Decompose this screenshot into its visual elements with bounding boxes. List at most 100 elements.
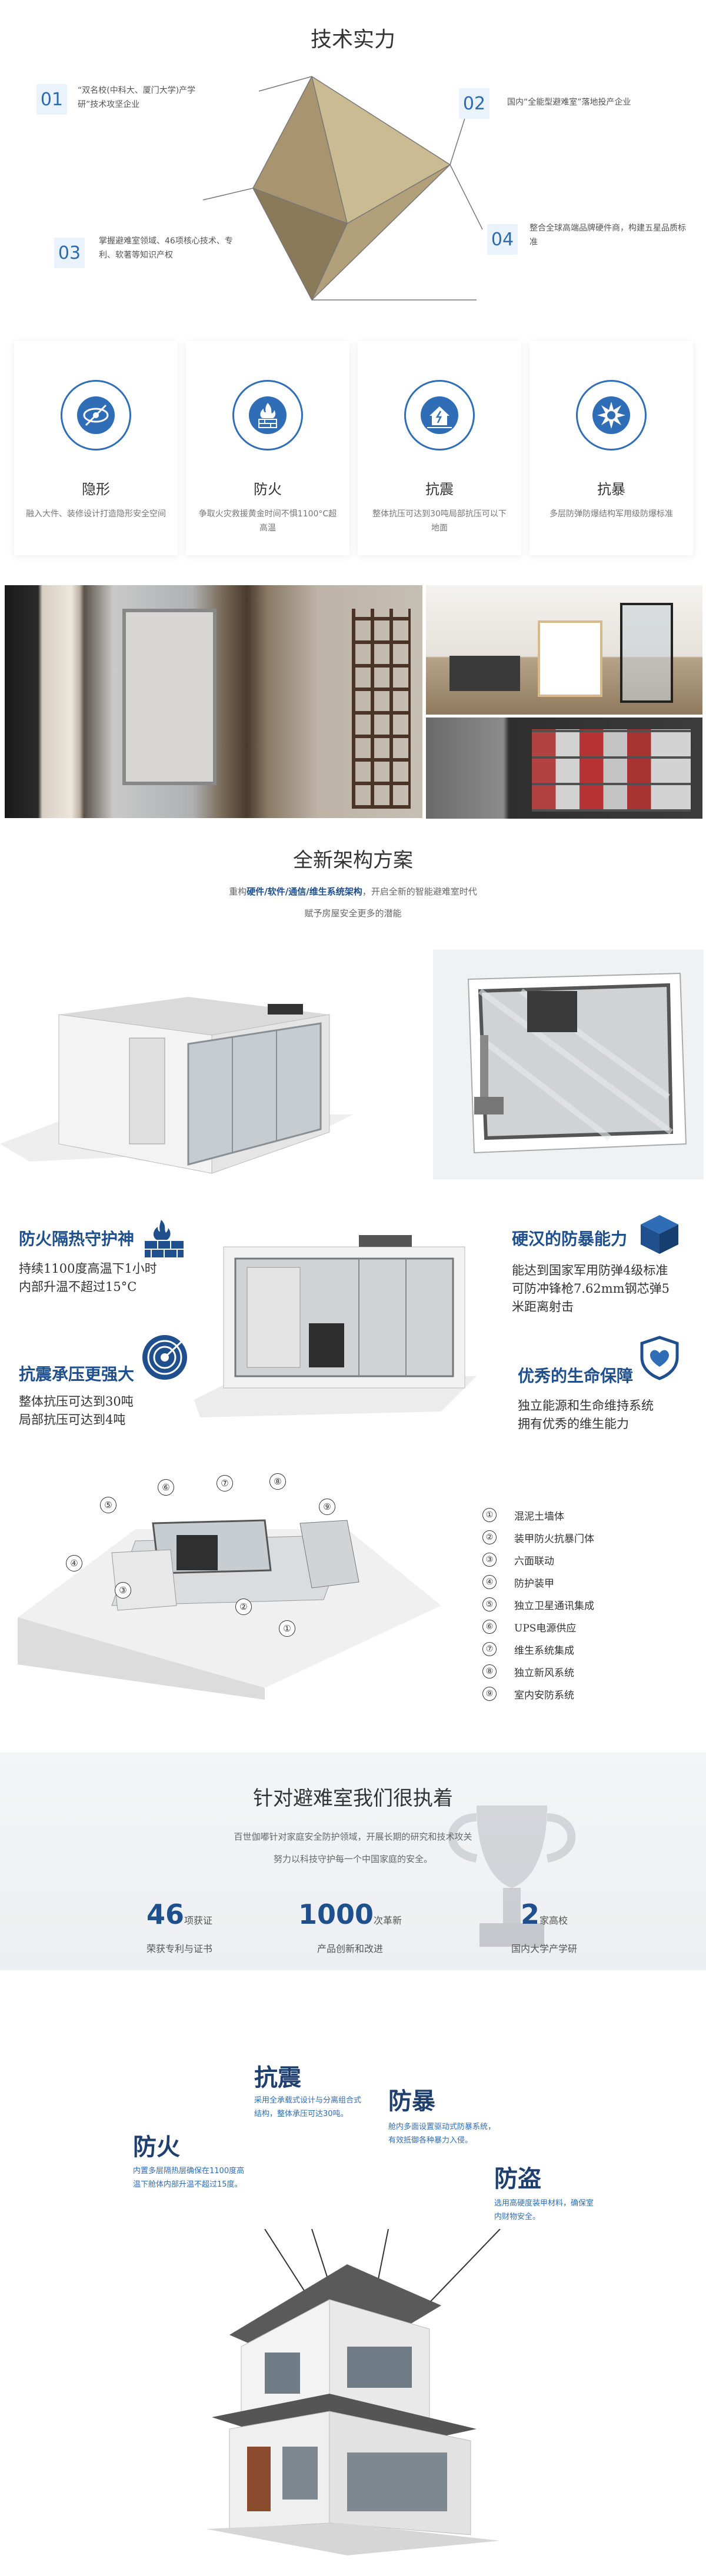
legend-num: ② <box>482 1530 497 1544</box>
stat-label: 荣获专利与证书 <box>146 1943 212 1954</box>
commit-desc-1: 百世伽嘟针对家庭安全防护领域，开展长期的研究和技术攻关 <box>234 1831 472 1842</box>
legend-num: ④ <box>482 1575 497 1589</box>
stat-label: 产品创新和改进 <box>317 1943 383 1954</box>
photo-room-curtain <box>5 585 422 818</box>
tech-badge-03: 03 <box>54 238 85 268</box>
callout-marker: ① <box>279 1620 295 1637</box>
feature-card-riot: 抗暴 多层防弹防爆结构军用级防爆标准 <box>530 341 693 555</box>
legend-label: 独立新风系统 <box>514 1667 574 1679</box>
house-riot-desc: 舱内多面设置驱动式防暴系统，有效抵御各种暴力入侵。 <box>388 2123 496 2145</box>
feature-title: 抗暴 <box>597 481 625 498</box>
feature-title: 防火 <box>254 481 282 498</box>
fire-protect-title: 防火隔热守护神 <box>19 1229 135 1249</box>
tech-text-04: 整合全球高端品牌硬件商，构建五星品质标准 <box>530 223 686 247</box>
stat-number: 1000 <box>298 1898 374 1930</box>
target-rings-icon <box>141 1334 188 1381</box>
octahedron-graphic <box>202 76 483 301</box>
feature-title: 隐形 <box>82 481 110 498</box>
house-quake-title: 抗震 <box>254 2064 301 2091</box>
fire-protect-desc: 持续1100度高温下1小时 内部升温不超过15°C <box>19 1262 157 1294</box>
house-fire-desc: 内置多层隔热层确保在1100度高温下舱体内部升温不超过15度。 <box>133 2167 245 2189</box>
tech-badge-01: 01 <box>36 84 67 115</box>
stats-background <box>0 1753 706 1970</box>
fire-wall-icon <box>232 380 303 451</box>
legend-label: 装甲防火抗暴门体 <box>514 1533 594 1545</box>
legend-label: 六面联动 <box>514 1555 554 1567</box>
commit-title: 针对避难室我们很执着 <box>253 1787 453 1810</box>
architecture-subtitle-line2: 赋予房屋安全更多的潜能 <box>304 908 402 919</box>
architecture-title: 全新架构方案 <box>293 849 413 872</box>
callout-marker: ⑨ <box>319 1499 335 1515</box>
shelter-components-render <box>18 1519 441 1700</box>
shield-heart-icon <box>638 1335 681 1381</box>
stat-universities: 2家高校 国内大学产学研 <box>477 1898 612 1955</box>
legend-num: ⑥ <box>482 1620 497 1634</box>
feature-desc: 多层防弹防爆结构军用级防爆标准 <box>550 509 673 519</box>
legend-item: ② 装甲防火抗暴门体 <box>482 1526 694 1549</box>
callout-marker: ⑥ <box>158 1479 174 1496</box>
house-theft-title: 防盗 <box>494 2165 541 2193</box>
stat-unit: 次革新 <box>374 1915 402 1926</box>
house-render <box>206 2229 501 2555</box>
tech-text-01: “双名校(中科大、厦门大学)产学研”技术攻坚企业 <box>78 86 196 109</box>
life-protect-title: 优秀的生命保障 <box>518 1366 634 1386</box>
legend-label: UPS电源供应 <box>514 1622 577 1634</box>
architecture-sub-prefix: 重构 <box>229 886 247 897</box>
commit-desc-2: 努力以科技守护每一个中国家庭的安全。 <box>273 1854 432 1864</box>
photo-sofa <box>449 656 520 691</box>
legend-item: ⑥ UPS电源供应 <box>482 1616 694 1638</box>
stat-number: 2 <box>520 1898 540 1930</box>
quake-protect-desc: 整体抗压可达到30吨 局部抗压可达到4吨 <box>19 1394 134 1427</box>
legend-num: ⑦ <box>482 1642 497 1656</box>
shelter-render-3d <box>0 997 353 1174</box>
feature-card-quake: 抗震 整体抗压可达到30吨局部抗压可以下地面 <box>358 341 521 555</box>
callout-marker: ⑧ <box>269 1473 286 1490</box>
quake-protect-title: 抗震承压更强大 <box>19 1364 135 1384</box>
legend-label: 维生系统集成 <box>514 1644 574 1657</box>
fire-wall-icon <box>141 1217 187 1259</box>
architecture-subtitle: 重构硬件/软件/通信/维生系统架构，开启全新的智能避难室时代 <box>0 885 706 897</box>
tech-title: 技术实力 <box>310 28 395 52</box>
legend-label: 混泥土墙体 <box>514 1510 564 1523</box>
legend-num: ⑤ <box>482 1597 497 1611</box>
house-quake-desc: 采用全承载式设计与分离组合式结构，整体承压可达30吨。 <box>254 2096 362 2118</box>
house-fire-title: 防火 <box>133 2133 180 2161</box>
callout-marker: ③ <box>115 1582 131 1599</box>
photo-shelf <box>532 729 691 812</box>
stat-label: 国内大学产学研 <box>511 1943 577 1954</box>
architecture-sub-suffix: ，开启全新的智能避难室时代 <box>362 886 477 897</box>
feature-desc: 融入大件、装修设计打造隐形安全空间 <box>26 509 166 519</box>
photo-lattice <box>352 609 411 809</box>
tech-badge-02: 02 <box>459 88 489 119</box>
legend-item: ⑧ 独立新风系统 <box>482 1660 694 1683</box>
stat-innovations: 1000次革新 产品创新和改进 <box>282 1898 418 1955</box>
life-protect-desc: 独立能源和生命维持系统 拥有优秀的维生能力 <box>518 1399 654 1431</box>
tech-badge-04: 04 <box>487 224 518 255</box>
feature-desc: 整体抗压可达到30吨局部抗压可以下地面 <box>372 509 507 533</box>
feature-desc: 争取火灾救援黄金时间不惧1100°C超高温 <box>198 509 337 533</box>
legend-label: 室内安防系统 <box>514 1689 574 1701</box>
feature-card-fire: 防火 争取火灾救援黄金时间不惧1100°C超高温 <box>186 341 349 555</box>
callout-marker: ⑤ <box>100 1497 116 1513</box>
photo-bunk <box>538 620 602 697</box>
shelter-top-view <box>433 950 704 1179</box>
stat-number: 46 <box>146 1898 184 1930</box>
legend-num: ⑧ <box>482 1664 497 1679</box>
legend-item: ⑦ 维生系统集成 <box>482 1638 694 1660</box>
legend-item: ① 混泥土墙体 <box>482 1504 694 1526</box>
architecture-sub-emph: 硬件/软件/通信/维生系统架构 <box>247 886 362 897</box>
armor-protect-desc: 能达到国家军用防弹4级标准 可防冲锋枪7.62mm钢芯弹5 米距离射击 <box>512 1263 670 1314</box>
callout-marker: ② <box>235 1599 252 1615</box>
feature-card-stealth: 隐形 融入大件、装修设计打造隐形安全空间 <box>14 341 178 555</box>
house-riot-title: 防暴 <box>388 2087 435 2115</box>
photo-storage <box>426 718 702 819</box>
photo-glass-door <box>620 603 673 703</box>
shelter-cutaway-render <box>194 1235 477 1417</box>
photo-bedroom <box>426 585 702 715</box>
legend-num: ① <box>482 1508 497 1522</box>
